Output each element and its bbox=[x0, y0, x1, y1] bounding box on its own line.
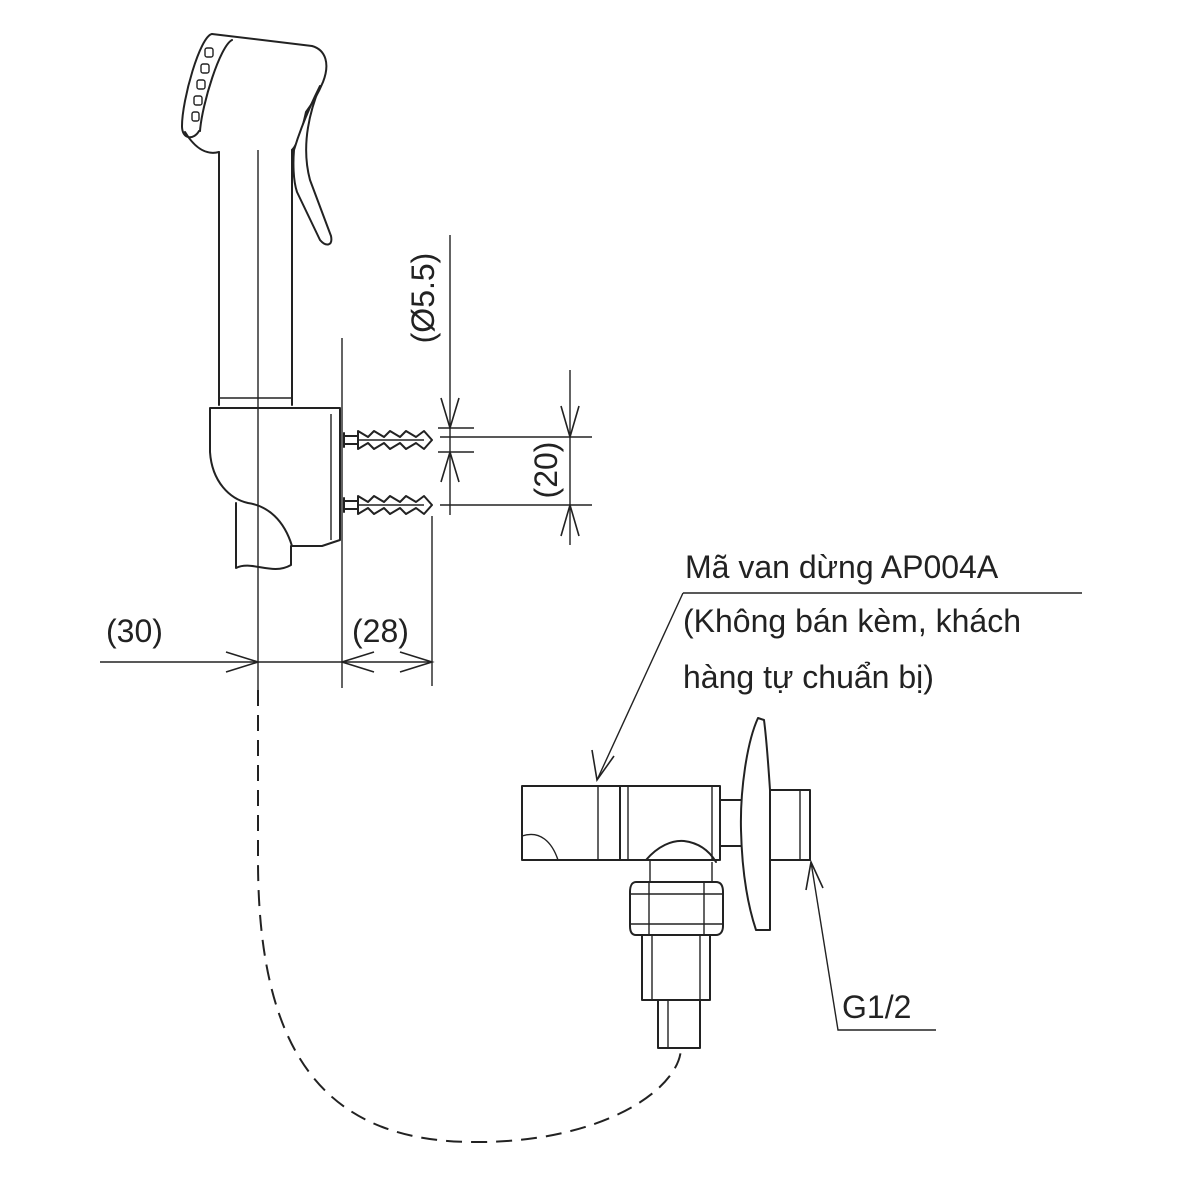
valve-note-line2: (Không bán kèm, khách bbox=[683, 603, 1021, 639]
valve-handle-notch bbox=[521, 833, 559, 861]
hose bbox=[257, 690, 682, 1144]
valve-handle bbox=[521, 785, 621, 861]
valve-hose-connector bbox=[657, 999, 701, 1049]
arrow-28-left bbox=[339, 651, 375, 673]
dimension-anchor-diameter: (Ø5.5) bbox=[405, 253, 441, 344]
arrow-30 bbox=[225, 651, 261, 673]
nozzle-face bbox=[181, 33, 233, 139]
valve-thread-nipple bbox=[769, 789, 811, 861]
bracket-outline bbox=[209, 407, 341, 547]
wall-anchor-bottom bbox=[343, 495, 433, 515]
trigger-lever bbox=[292, 85, 333, 246]
valve-hex-nut bbox=[629, 881, 724, 936]
valve-note-leader bbox=[591, 592, 1082, 783]
holder-bracket bbox=[209, 407, 341, 570]
wall-anchor-top bbox=[343, 430, 433, 450]
spray-head bbox=[181, 33, 333, 406]
dimension-holder-depth: (28) bbox=[352, 613, 409, 649]
valve-flange bbox=[739, 717, 771, 931]
arrow-spacing-top bbox=[560, 405, 580, 440]
dimension-anchor-spacing: (20) bbox=[528, 442, 564, 499]
thread-leader bbox=[805, 859, 936, 1031]
dimension-lines bbox=[100, 235, 592, 688]
handle-tube bbox=[218, 149, 293, 406]
valve-note-line3: hàng tự chuẩn bị) bbox=[683, 659, 934, 695]
valve-stem bbox=[641, 934, 711, 1001]
stop-valve bbox=[521, 717, 811, 1049]
valve-note-line1: Mã van dừng AP004A bbox=[685, 549, 999, 585]
arrow-28-right bbox=[399, 651, 435, 673]
thread-label: G1/2 bbox=[842, 989, 911, 1025]
hose-socket bbox=[235, 502, 292, 570]
arrow-diameter-top bbox=[440, 397, 460, 431]
arrow-diameter-bottom bbox=[440, 449, 460, 483]
dimension-center-offset: (30) bbox=[106, 613, 163, 649]
nozzle-holes bbox=[191, 47, 214, 122]
arrow-spacing-bottom bbox=[560, 502, 580, 537]
valve-outlet-dome bbox=[645, 839, 717, 863]
valve-body bbox=[619, 785, 721, 861]
